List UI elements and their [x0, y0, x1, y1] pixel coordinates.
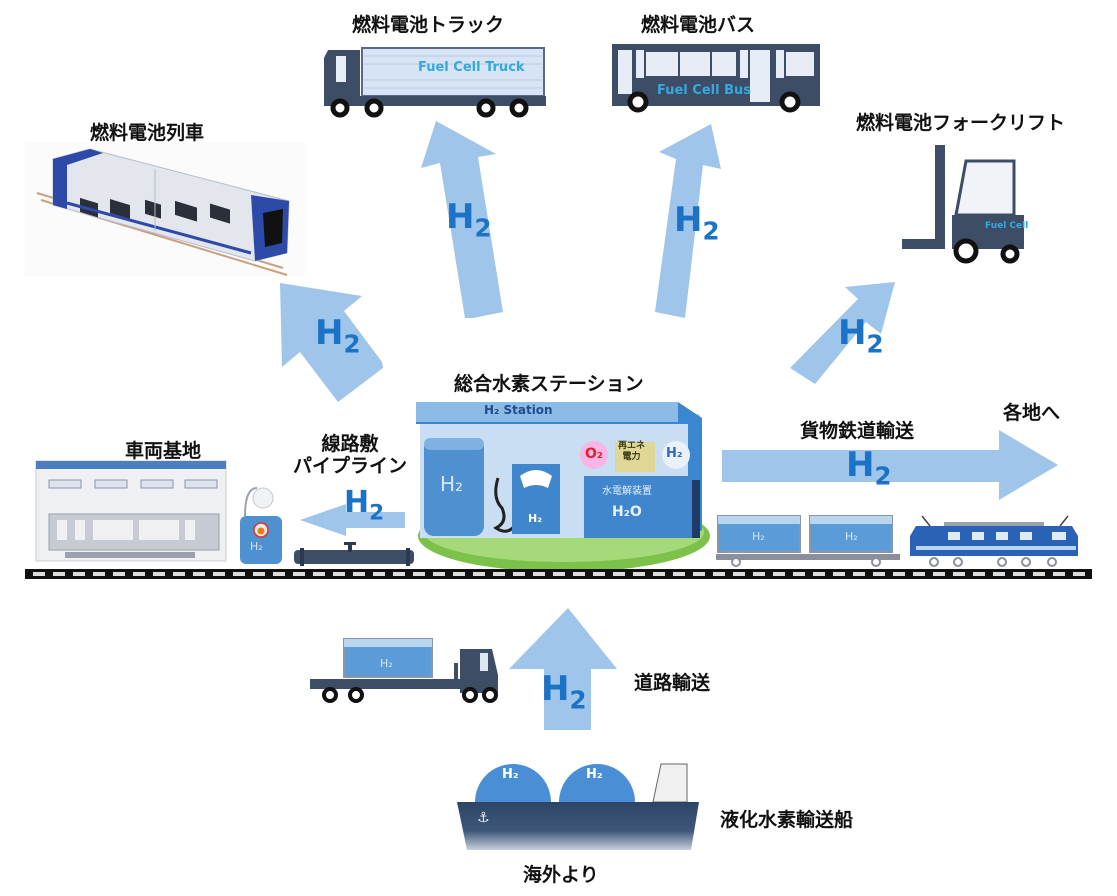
depot-tank-text: H₂: [250, 540, 263, 553]
h2-bubble: [662, 441, 690, 469]
truck-wheels: [330, 98, 529, 118]
truck-body-text: Fuel Cell Truck: [418, 60, 525, 75]
o2-bubble: [580, 441, 608, 469]
ship-tank-text-2: H₂: [586, 767, 603, 782]
pipeline-label-line1: 線路敷: [321, 433, 379, 455]
o2-text: O₂: [585, 446, 604, 462]
fc-train-label: 燃料電池列車: [90, 122, 205, 144]
renewable-text: 再エネ 電力: [618, 441, 645, 463]
h2-label-road: H2: [541, 669, 587, 715]
forklift-fork: [902, 239, 945, 249]
freight-rail-label: 貨物鉄道輸送: [800, 420, 915, 442]
freight-tank-text-2: H₂: [845, 530, 858, 543]
ship-label: 液化水素輸送船: [720, 809, 854, 831]
h2-label-pipeline: H2: [344, 485, 385, 526]
ship-bridge: [652, 763, 688, 803]
h2-label-freight: H2: [846, 445, 892, 491]
h2-label-truck: H2: [446, 197, 492, 243]
road-tank-text: H₂: [380, 657, 393, 670]
fc-train-illustration: [25, 143, 305, 276]
pipeline-label-line2: パイプライン: [293, 455, 408, 477]
dispenser-text: H₂: [528, 512, 543, 525]
steam-icon: [252, 487, 274, 509]
road-tanker-truck: [310, 638, 498, 703]
freight-tank-cars: [717, 515, 893, 553]
station-tank: [424, 438, 484, 536]
renewable-power-icon: [615, 442, 655, 472]
h2-arrow-freight: [722, 430, 1058, 500]
fc-truck-label: 燃料電池トラック: [352, 14, 505, 36]
electrolyzer-text: H₂O: [612, 504, 642, 520]
fc-forklift-illustration: [902, 145, 1024, 264]
fc-forklift-label: 燃料電池フォークリフト: [856, 112, 1066, 134]
anchor-icon: ⚓: [477, 810, 490, 826]
station-label: 総合水素ステーション: [454, 373, 644, 395]
station-tank-text: H₂: [440, 472, 464, 496]
renewable-text-line2: 電力: [622, 452, 641, 462]
electrolyzer: [584, 476, 692, 538]
h2-bubble-text: H₂: [666, 446, 683, 461]
h2-arrow-to-forklift: [790, 282, 895, 384]
tanker-cab: [460, 649, 498, 693]
fc-bus-label: 燃料電池バス: [641, 14, 756, 36]
locomotive: [910, 526, 1078, 556]
h2-arrow-road: [509, 608, 617, 730]
fc-bus-illustration: [612, 44, 820, 113]
forklift-cab: [954, 159, 1016, 217]
fc-truck-illustration: [324, 47, 546, 118]
electrolyzer-label: 水電解装置: [602, 486, 652, 497]
lh2-ship-illustration: ⚓: [457, 763, 699, 850]
renewable-text-line1: 再エネ: [618, 441, 646, 451]
road-transport-label: 道路輸送: [634, 672, 711, 694]
h2-arrow-to-depot: [300, 504, 405, 536]
depot-illustration: [35, 460, 282, 564]
h2-label-forklift: H2: [838, 313, 884, 359]
destinations-label: 各地へ: [1003, 402, 1061, 424]
h2-arrow-to-truck: [421, 121, 503, 318]
bus-body-text: Fuel Cell Bus: [657, 83, 751, 98]
forklift-wheels: [953, 238, 1020, 264]
h2-arrow-to-bus: [655, 124, 721, 318]
freight-train-illustration: [716, 515, 1078, 567]
forklift-mast: [935, 145, 945, 249]
ship-tank-text-1: H₂: [502, 767, 519, 782]
tanker-wheels: [322, 687, 498, 703]
pipeline-label: 線路敷 パイプライン: [293, 433, 407, 477]
h2-label-train: H2: [315, 313, 361, 359]
h2-label-bus: H2: [674, 200, 720, 246]
pipeline-illustration: [294, 542, 414, 566]
ship-dome-2: [559, 764, 635, 802]
ship-dome-1: [475, 764, 551, 802]
ship-hull: [457, 802, 699, 850]
depot-h2-tank: [240, 516, 282, 564]
freight-tank-text-1: H₂: [752, 530, 765, 543]
forklift-body-text: Fuel Cell: [985, 221, 1029, 231]
depot-label: 車両基地: [125, 440, 202, 462]
station-roof-text: H₂ Station: [484, 403, 553, 417]
station-illustration: [416, 402, 710, 572]
dispenser-hose: [493, 477, 518, 533]
h2-arrow-to-train: [280, 283, 383, 402]
railway-track: [25, 569, 1092, 579]
bus-wheels: [627, 91, 801, 113]
overseas-label: 海外より: [523, 864, 599, 886]
